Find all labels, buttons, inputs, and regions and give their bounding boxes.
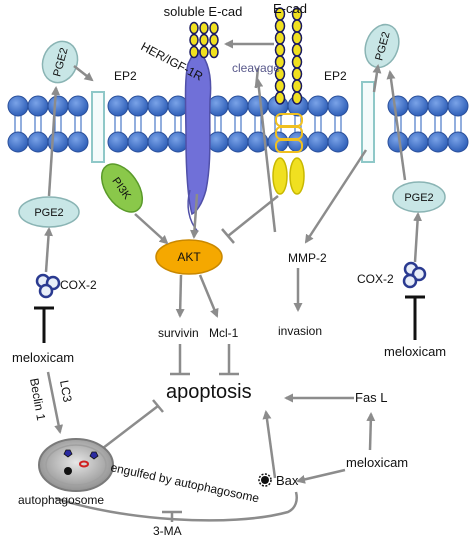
cleavage-label: cleavage — [232, 61, 280, 75]
lipid — [67, 95, 89, 153]
pi3k-node — [100, 163, 144, 213]
mmp2-label: MMP-2 — [288, 251, 327, 265]
fasl-label: Fas L — [355, 390, 388, 405]
pge2-mid-left — [18, 196, 80, 228]
survivin-label: survivin — [158, 326, 199, 340]
autophagosome-label: autophagosome — [18, 493, 104, 507]
cell-membrane — [7, 95, 469, 153]
cox2-left-label: COX-2 — [60, 278, 97, 292]
cox2-right — [402, 261, 427, 289]
akt-node — [155, 239, 223, 275]
ep2-receptor-left — [91, 91, 105, 163]
lipid — [307, 95, 329, 153]
ep2-receptor-right — [361, 81, 375, 163]
lipid — [227, 95, 249, 153]
lipid — [27, 95, 49, 153]
lipid — [207, 95, 229, 153]
autophagosome — [38, 438, 114, 492]
bax-symbol-icon — [258, 473, 272, 487]
engulfed-label: engulfed by autophagosome — [109, 460, 260, 505]
invasion-label: invasion — [278, 324, 322, 338]
meloxicam-right-label: meloxicam — [384, 344, 446, 359]
inhibit-meloxicam-cox2-left — [34, 306, 54, 343]
bax-label: Bax — [276, 473, 299, 488]
lipid — [447, 95, 469, 153]
her-igf-receptor — [184, 46, 212, 216]
cox2-left — [35, 273, 61, 299]
meloxicam-left-label: meloxicam — [12, 350, 74, 365]
pathway-arrows — [44, 39, 423, 522]
ep2-left-label: EP2 — [114, 69, 137, 83]
lc3-label: LC3 — [57, 379, 75, 403]
akt-label: AKT — [177, 250, 201, 264]
mcl1-label: Mcl-1 — [209, 326, 239, 340]
soluble-ecadherin — [189, 21, 219, 59]
apoptosis-label: apoptosis — [166, 381, 252, 403]
ecadherin-complex — [272, 7, 305, 195]
pge2-mid-right-label: PGE2 — [404, 192, 433, 204]
cox2-right-label: COX-2 — [357, 272, 394, 286]
lipid — [147, 95, 169, 153]
ep2-right-label: EP2 — [324, 69, 347, 83]
lipid — [107, 95, 129, 153]
pge2-mid-right — [392, 181, 446, 213]
lipid — [327, 95, 349, 153]
lipid — [427, 95, 449, 153]
lipid — [127, 95, 149, 153]
ecad-label: E-cad — [273, 1, 307, 16]
beclin1-label: Beclin 1 — [27, 377, 48, 422]
lipid — [47, 95, 69, 153]
lipid — [7, 95, 29, 153]
inhibit-meloxicam-cox2-right — [405, 295, 425, 340]
soluble-ecad-label: soluble E-cad — [164, 4, 243, 19]
three-ma-label: 3-MA — [153, 524, 182, 538]
pge2-mid-left-label: PGE2 — [34, 207, 63, 219]
meloxicam-bottom-label: meloxicam — [346, 455, 408, 470]
lipid — [407, 95, 429, 153]
